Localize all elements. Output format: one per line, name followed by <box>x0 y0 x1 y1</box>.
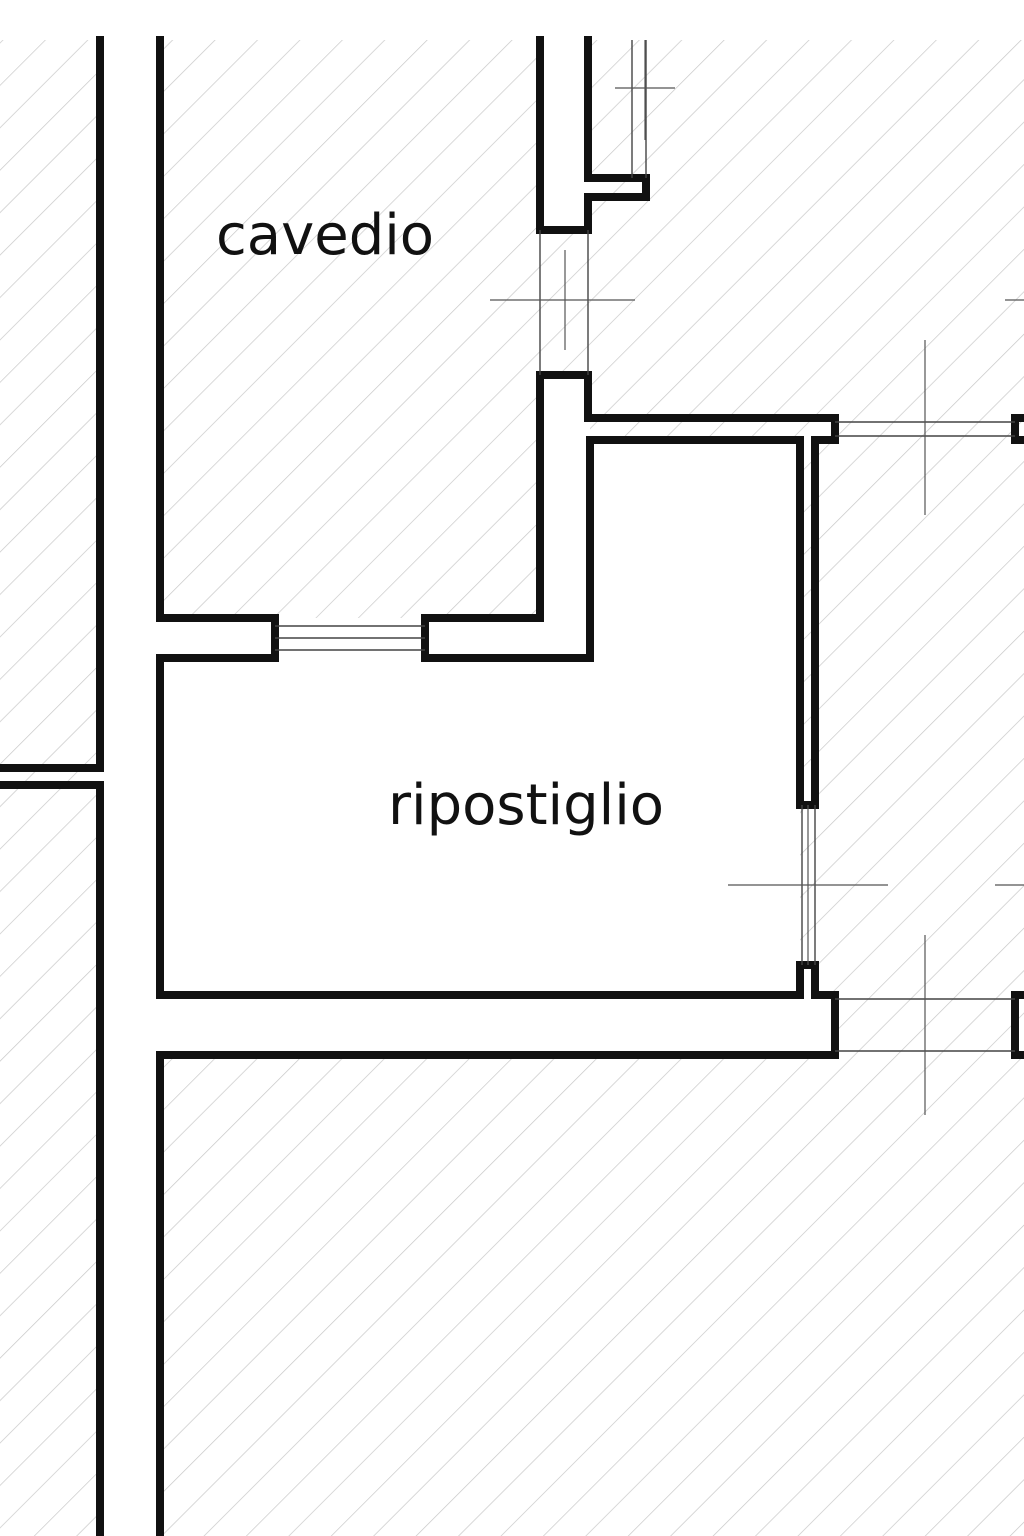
shaft-lines <box>539 40 647 375</box>
window-cavedio <box>275 625 425 651</box>
wall-cavedio-bottom-right <box>421 371 839 809</box>
hatch-bottom-region <box>160 1055 1024 1536</box>
walls <box>0 36 1024 1536</box>
wall-ripostiglio-bottom <box>156 961 839 1059</box>
wall-right-edge-lower <box>1011 991 1024 1059</box>
room-label-cavedio: cavedio <box>216 203 434 268</box>
wall-right-edge-upper <box>1011 414 1024 444</box>
hatch-cavedio <box>160 40 540 618</box>
wall-upper-shaft <box>536 36 650 234</box>
room-label-ripostiglio: ripostiglio <box>388 773 664 838</box>
axis-markers <box>490 40 1024 1115</box>
hatch-right-region <box>540 40 1024 1055</box>
wall-cavedio-bottom-left <box>156 614 804 999</box>
